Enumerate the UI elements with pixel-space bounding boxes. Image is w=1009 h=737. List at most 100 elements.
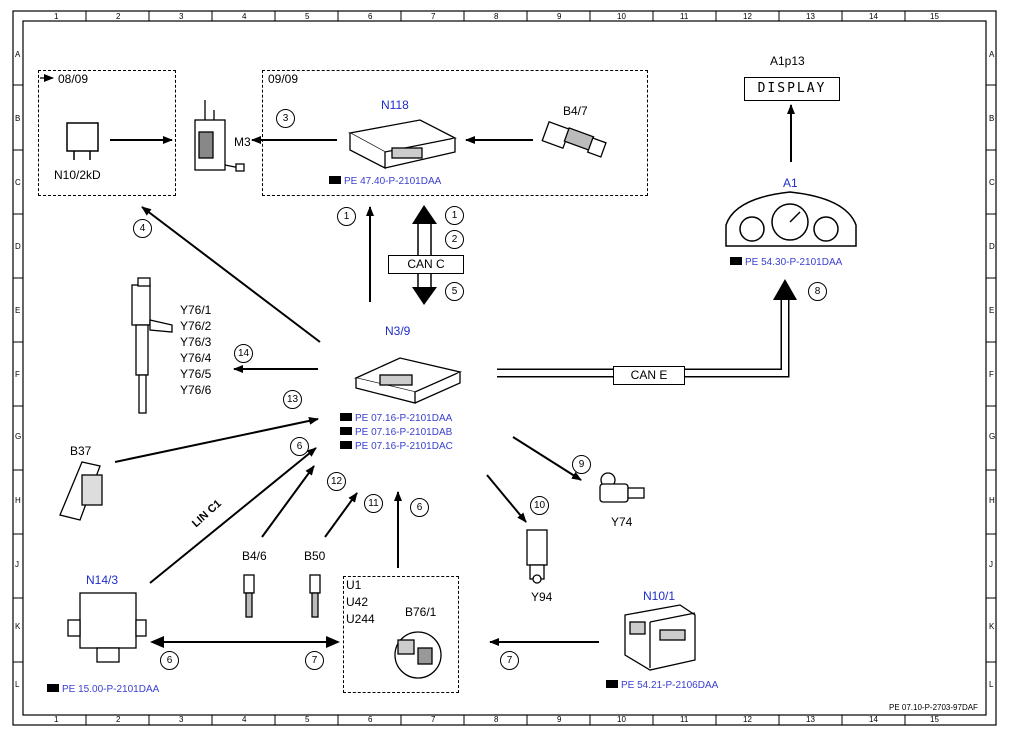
group-label-0909: 09/09: [268, 72, 299, 86]
grid-col-label: 15: [930, 12, 939, 21]
display-box: DISPLAY: [744, 77, 840, 101]
label-b37: B37: [70, 444, 92, 458]
grid-col-label-bottom: 2: [116, 715, 121, 724]
callout-circle: 1: [445, 206, 464, 225]
label-y74: Y74: [611, 515, 633, 529]
pointing-hand-icon: [329, 176, 341, 185]
grid-col-label: 4: [242, 12, 247, 21]
pointing-hand-icon: [606, 680, 618, 689]
ref-n10-1[interactable]: PE 54.21-P-2106DAA: [606, 680, 718, 691]
grid-row-label-right: K: [989, 622, 995, 631]
m3-drawing: [194, 100, 245, 172]
arrow-n39-to-y74: [512, 436, 582, 481]
callout-circle: 3: [276, 109, 295, 128]
pointing-hand-icon: [730, 257, 742, 266]
document-reference: PE 07.10-P-2703-97DAF: [889, 703, 978, 712]
a1-instrument-cluster-drawing: [725, 191, 857, 247]
label-n118: N118: [381, 98, 409, 112]
pointing-hand-icon: [340, 441, 352, 450]
grid-row-label-right: C: [989, 178, 995, 187]
grid-col-label: 2: [116, 12, 121, 21]
grid-row-label-right: F: [989, 370, 994, 379]
grid-row-label: A: [15, 50, 21, 59]
callout-circle: 2: [445, 230, 464, 249]
label-y76-1: Y76/1: [180, 303, 212, 317]
grid-col-label-bottom: 10: [617, 715, 626, 724]
grid-col-label-bottom: 12: [743, 715, 752, 724]
label-y76-3: Y76/3: [180, 335, 212, 349]
grid-row-label-right: H: [989, 496, 995, 505]
label-b4-7: B4/7: [563, 104, 588, 118]
b37-pedal-drawing: [59, 461, 103, 521]
pointing-hand-icon: [47, 684, 59, 693]
grid-col-label: 11: [680, 12, 689, 21]
pointing-hand-icon: [340, 427, 352, 436]
ref-n3-9-b[interactable]: PE 07.16-P-2101DAB: [340, 427, 452, 438]
callout-circle: 7: [500, 651, 519, 670]
inner-frame: [22, 20, 987, 716]
n118-drawing: [348, 119, 457, 170]
b4-6-sensor-drawing: [243, 574, 255, 618]
grid-row-label-right: E: [989, 306, 995, 315]
bus-label-can-e: CAN E: [613, 366, 685, 385]
y74-valve-drawing: [599, 472, 645, 503]
grid-row-label: B: [15, 114, 21, 123]
grid-col-label: 6: [368, 12, 373, 21]
y94-valve-drawing: [526, 529, 548, 584]
label-y76-5: Y76/5: [180, 367, 212, 381]
callout-circle: 10: [530, 496, 549, 515]
grid-row-label: C: [15, 178, 21, 187]
ref-n3-9-a[interactable]: PE 07.16-P-2101DAA: [340, 413, 452, 424]
n3-9-drawing: [354, 357, 463, 404]
ref-n3-9-c[interactable]: PE 07.16-P-2101DAC: [340, 441, 453, 452]
group-box-0809: [38, 70, 176, 196]
label-a1p13: A1p13: [770, 54, 805, 68]
grid-col-label: 14: [869, 12, 878, 21]
grid-row-label-right: B: [989, 114, 995, 123]
grid-col-label-bottom: 11: [680, 715, 689, 724]
grid-col-label: 1: [54, 12, 59, 21]
outer-frame: [12, 10, 997, 726]
b4-7-drawing: [541, 121, 607, 158]
callout-circle: 9: [572, 455, 591, 474]
label-m3: M3: [234, 135, 251, 149]
grid-col-label: 5: [305, 12, 310, 21]
label-n10-2kd: N10/2kD: [54, 168, 101, 182]
grid-col-label-bottom: 14: [869, 715, 878, 724]
arrow-b46-to-n39: [261, 465, 315, 538]
grid-col-label-bottom: 8: [494, 715, 499, 724]
grid-col-label-bottom: 7: [431, 715, 436, 724]
bus-label-can-c: CAN C: [388, 255, 464, 274]
callout-circle: 7: [305, 651, 324, 670]
callout-circle: 12: [327, 472, 346, 491]
grid-row-label: J: [15, 560, 19, 569]
can-e-bus-line: [497, 279, 797, 378]
grid-row-label: D: [15, 242, 21, 251]
b50-sensor-drawing: [309, 574, 321, 618]
arrow-n143-to-n39: [149, 447, 317, 584]
b76-1-drawing: [394, 631, 442, 679]
grid-col-label: 8: [494, 12, 499, 21]
grid-col-label: 3: [179, 12, 184, 21]
ref-n118[interactable]: PE 47.40-P-2101DAA: [329, 176, 441, 187]
arrow-n39-to-y94: [486, 474, 527, 523]
grid-col-label: 13: [806, 12, 815, 21]
grid-col-label-bottom: 6: [368, 715, 373, 724]
callout-circle: 5: [445, 282, 464, 301]
grid-col-label-bottom: 15: [930, 715, 939, 724]
grid-row-label-right: A: [989, 50, 995, 59]
grid-col-label-bottom: 4: [242, 715, 247, 724]
label-b4-6: B4/6: [242, 549, 267, 563]
callout-circle: 6: [160, 651, 179, 670]
ref-a1[interactable]: PE 54.30-P-2101DAA: [730, 257, 842, 268]
label-y76-4: Y76/4: [180, 351, 212, 365]
ref-n14-3[interactable]: PE 15.00-P-2101DAA: [47, 684, 159, 695]
grid-row-label-right: L: [989, 680, 994, 689]
label-y94: Y94: [531, 590, 553, 604]
grid-col-label: 7: [431, 12, 436, 21]
grid-col-label-bottom: 5: [305, 715, 310, 724]
grid-row-label-right: J: [989, 560, 993, 569]
grid-col-label-bottom: 9: [557, 715, 562, 724]
